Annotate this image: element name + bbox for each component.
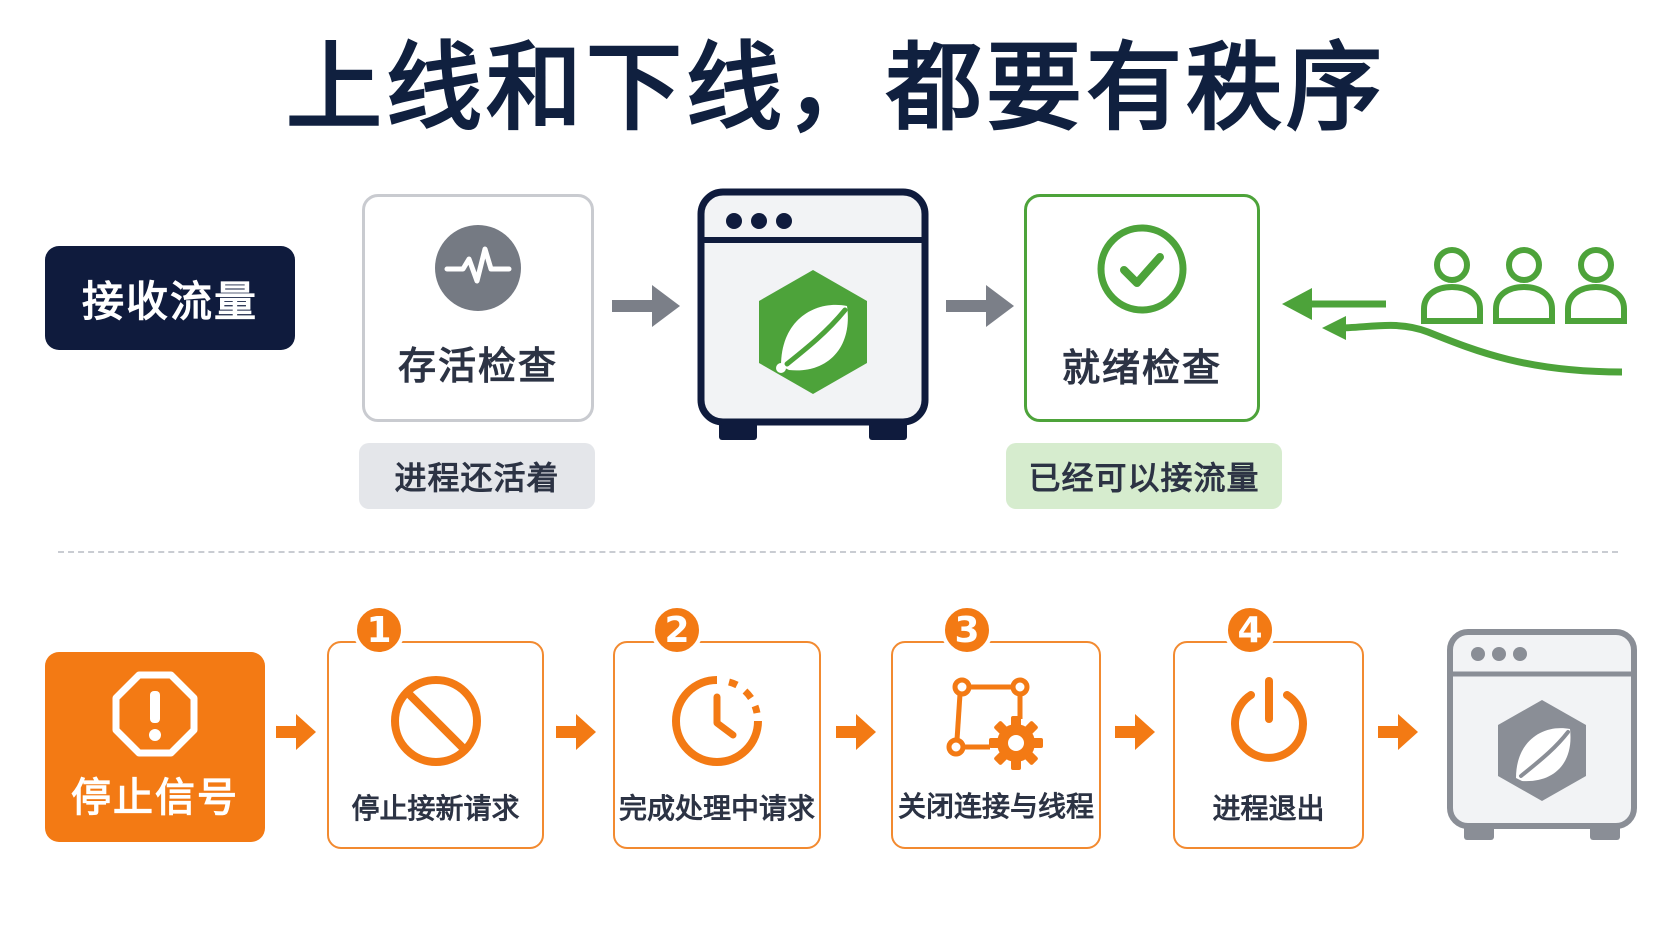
step-number-badge: 4 (1224, 604, 1276, 656)
readiness-note-pill: 已经可以接流量 (1006, 443, 1282, 509)
liveness-check-card: 存活检查 (362, 194, 594, 422)
arrow-right-icon (556, 714, 598, 750)
arrow-right-icon (1378, 714, 1420, 750)
arrow-right-icon (276, 714, 318, 750)
step-card-1: 停止接新请求 (327, 641, 544, 849)
arrow-right-icon (612, 283, 682, 329)
step-number-badge: 3 (941, 604, 993, 656)
step-number-badge: 1 (353, 604, 405, 656)
step-label: 完成处理中请求 (618, 792, 815, 825)
warning-octagon-icon (112, 671, 198, 757)
page-title: 上线和下线，都要有秩序 (286, 32, 1386, 144)
check-circle-icon (1096, 223, 1188, 315)
step-number-badge: 2 (651, 604, 703, 656)
receive-traffic-tag: 接收流量 (45, 246, 295, 350)
step-card-2: 完成处理中请求 (613, 641, 821, 849)
liveness-check-label: 存活检查 (397, 344, 558, 388)
incoming-traffic-icon (1278, 236, 1638, 386)
heartbeat-icon (433, 223, 523, 313)
power-icon (1221, 673, 1317, 769)
stop-signal-label: 停止信号 (71, 775, 239, 821)
arrow-right-icon (946, 283, 1016, 329)
liveness-note-pill: 进程还活着 (359, 443, 595, 509)
arrow-right-icon (1115, 714, 1157, 750)
step-label: 进程退出 (1212, 792, 1325, 825)
arrow-right-icon (836, 714, 878, 750)
stop-signal-tag: 停止信号 (45, 652, 265, 842)
connection-gear-icon (944, 675, 1048, 771)
app-window-icon (697, 188, 929, 446)
step-card-3: 关闭连接与线程 (891, 641, 1101, 849)
step-label: 停止接新请求 (351, 792, 520, 825)
step-card-4: 进程退出 (1173, 641, 1364, 849)
stopped-app-window-icon (1446, 628, 1638, 848)
section-divider (58, 551, 1618, 553)
step-label: 关闭连接与线程 (897, 790, 1094, 823)
clock-icon (669, 673, 765, 769)
readiness-check-card: 就绪检查 (1024, 194, 1260, 422)
prohibited-icon (388, 673, 484, 769)
users-icon (1420, 245, 1632, 327)
readiness-check-label: 就绪检查 (1061, 346, 1222, 390)
